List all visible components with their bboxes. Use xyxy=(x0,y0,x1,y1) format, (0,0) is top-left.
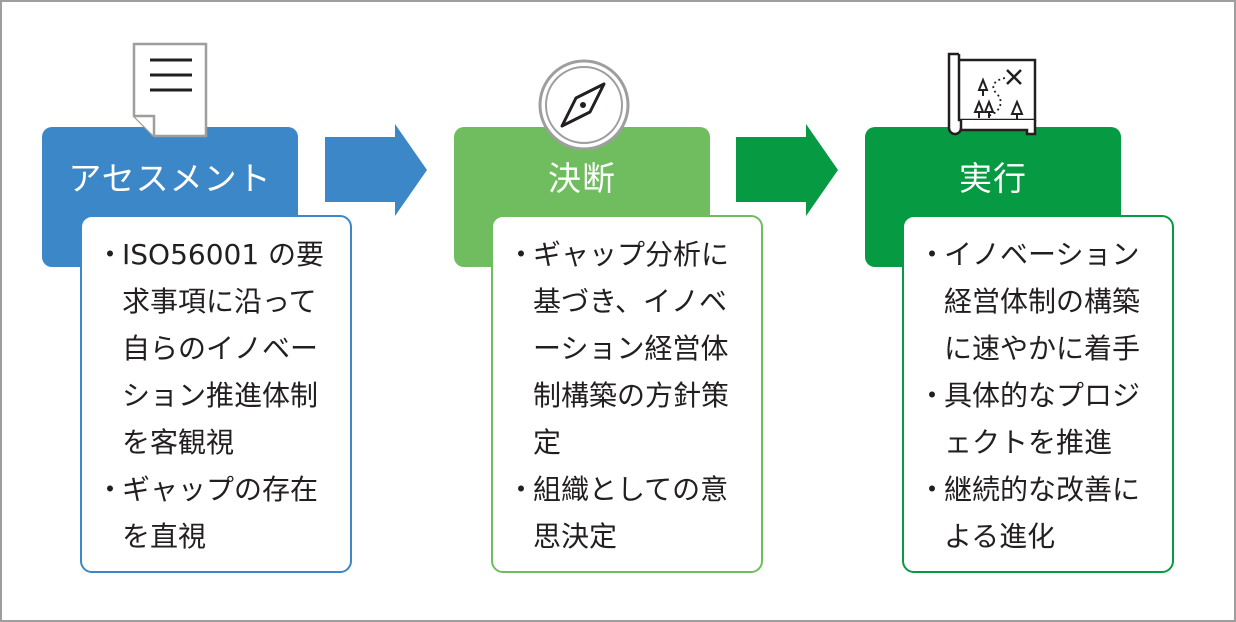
assessment-title: アセスメント xyxy=(68,159,272,198)
bullet-item: ・具体的なプロジェクトを推進 xyxy=(918,379,1141,459)
document-icon xyxy=(132,42,208,138)
assessment-body: ・ISO56001 の要求事項に沿って自らのイノベーション推進体制を客観視 ・ギ… xyxy=(80,215,352,573)
decision-title: 決断 xyxy=(548,159,616,198)
bullet-item: ・ISO56001 の要求事項に沿って自らのイノベーション推進体制を客観視 xyxy=(96,238,325,459)
arrow-right-icon xyxy=(736,124,838,216)
decision-body: ・ギャップ分析に基づき、イノベーション経営体制構築の方針策定 ・組織としての意思… xyxy=(491,215,763,573)
compass-icon xyxy=(538,59,630,151)
bullet-item: ・ギャップ分析に基づき、イノベーション経営体制構築の方針策定 xyxy=(507,238,730,459)
execution-body: ・イノベーション経営体制の構築に速やかに着手 ・具体的なプロジェクトを推進 ・継… xyxy=(902,215,1174,573)
arrow-right-icon xyxy=(325,124,427,216)
bullet-item: ・ギャップの存在を直視 xyxy=(96,473,319,553)
treasure-map-icon xyxy=(947,52,1037,136)
bullet-item: ・イノベーション経営体制の構築に速やかに着手 xyxy=(918,238,1141,365)
execution-title: 実行 xyxy=(959,159,1027,198)
bullet-item: ・継続的な改善による進化 xyxy=(918,473,1141,553)
bullet-item: ・組織としての意思決定 xyxy=(507,473,729,553)
